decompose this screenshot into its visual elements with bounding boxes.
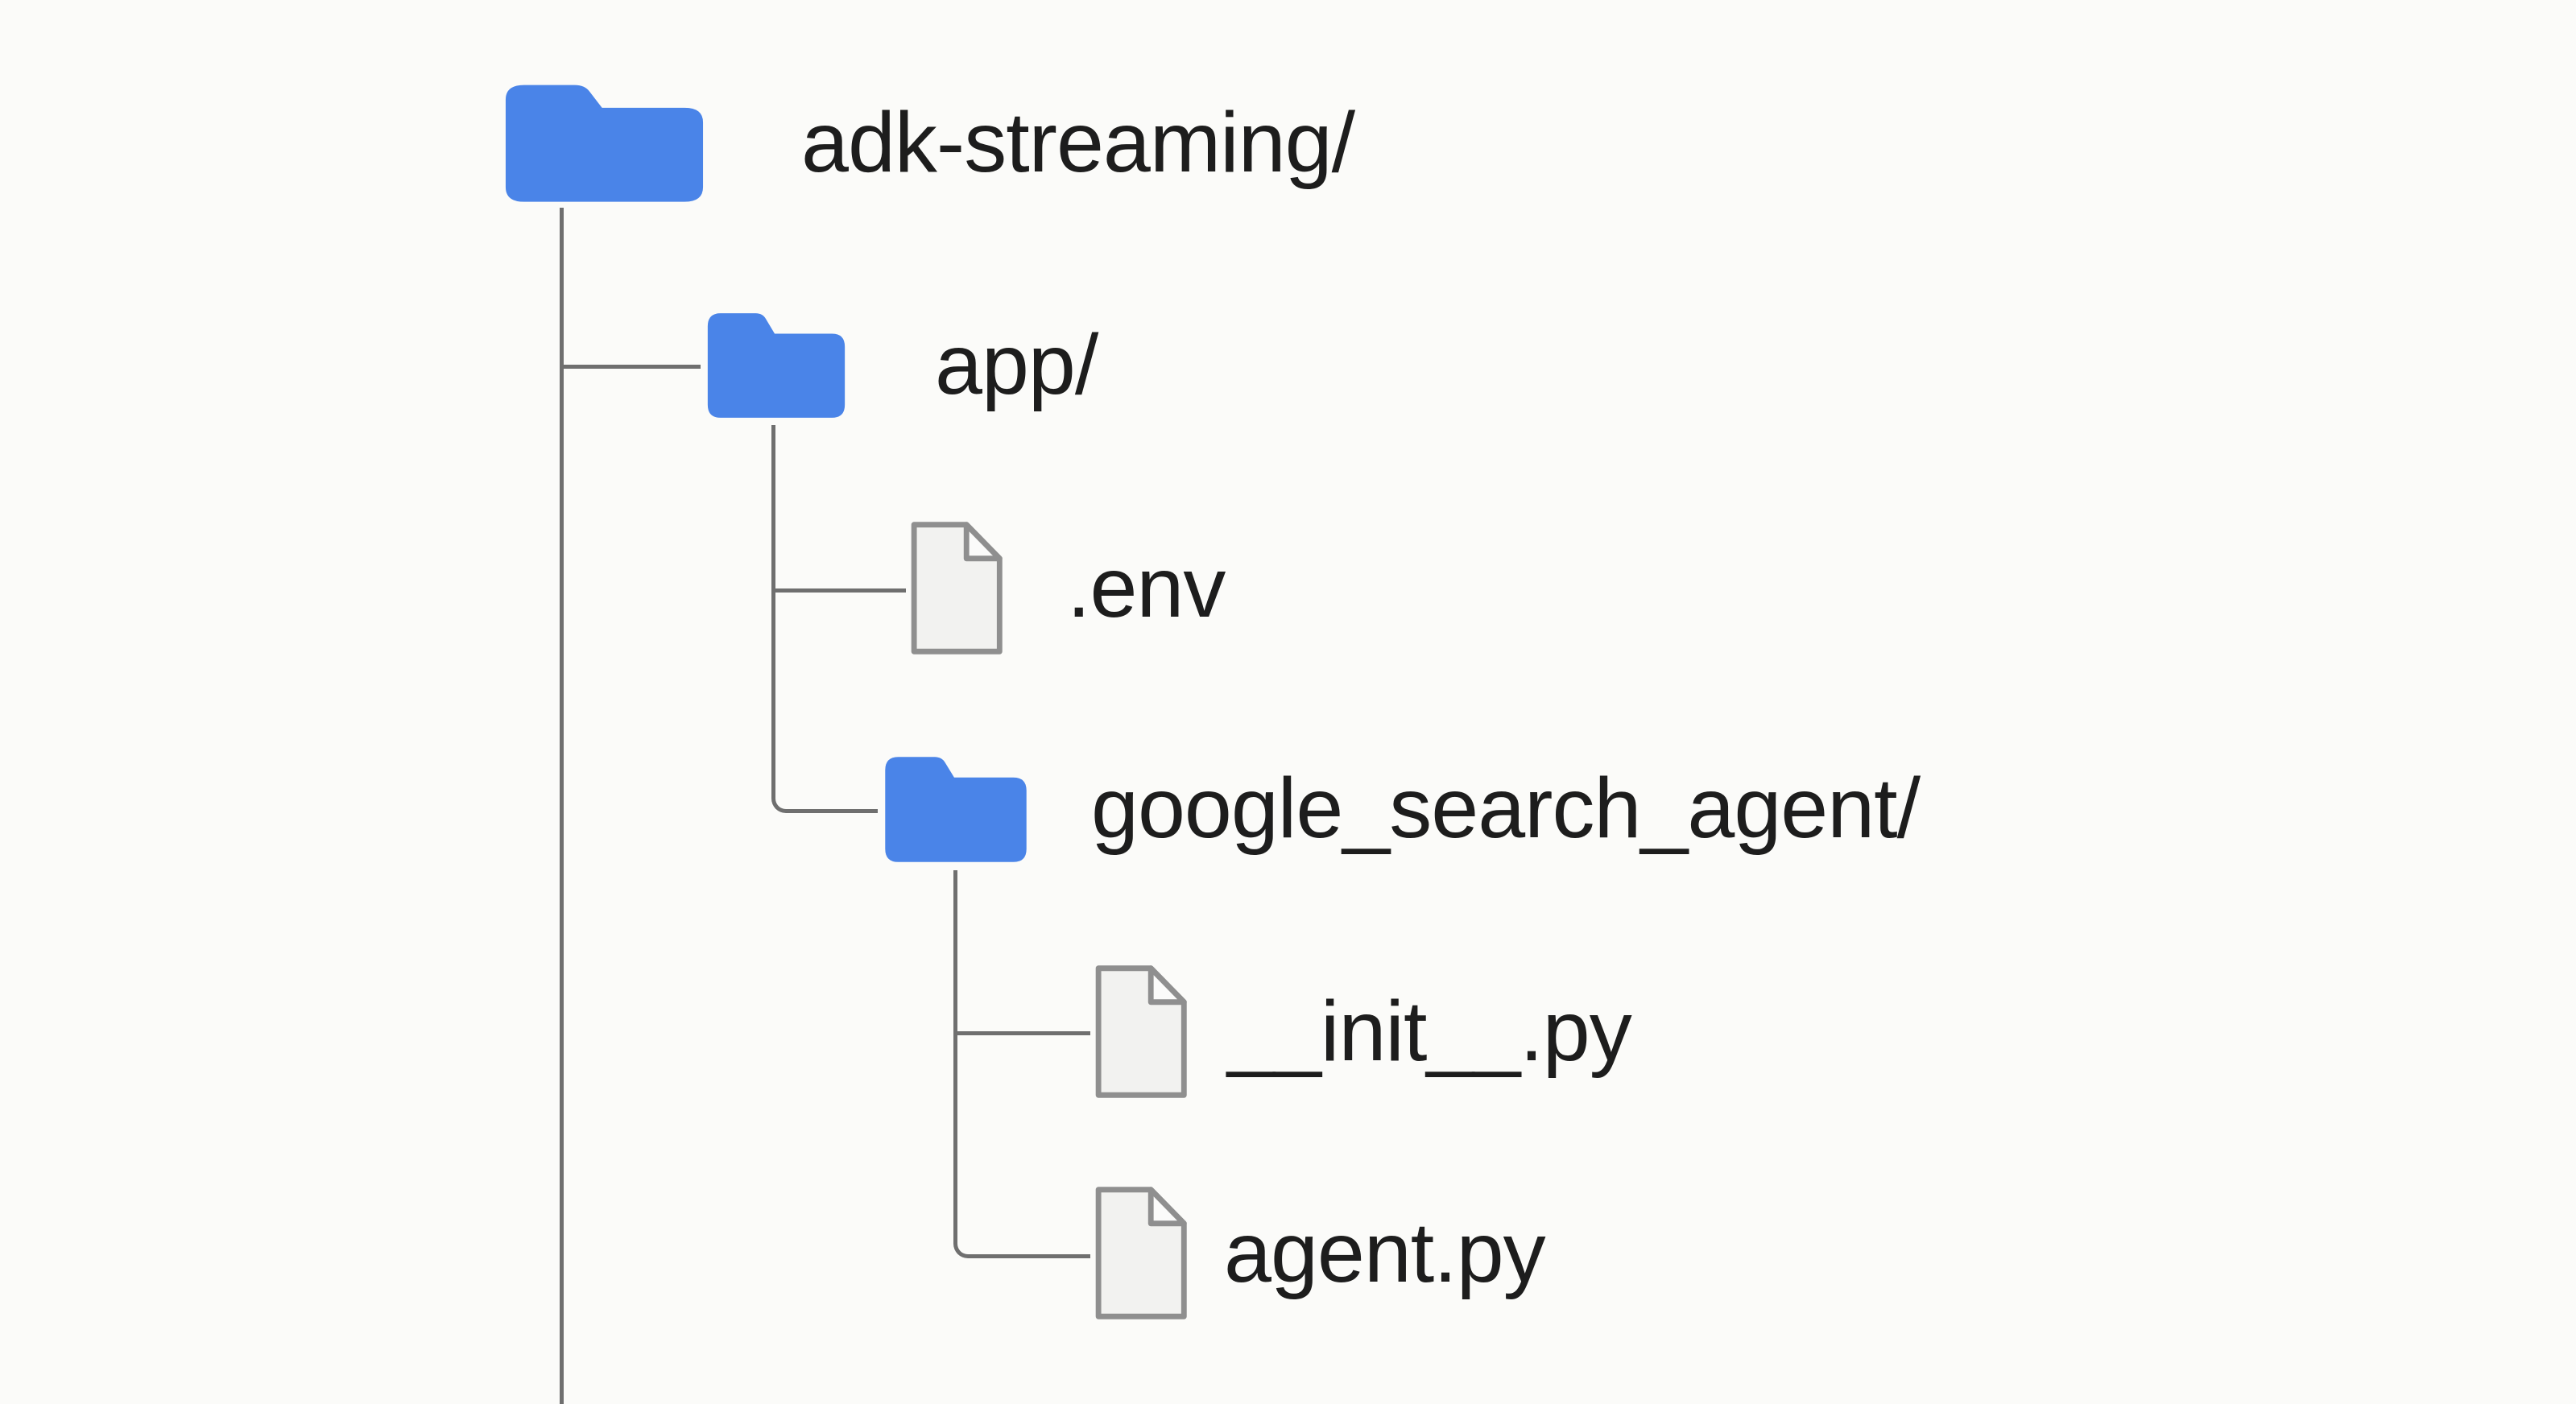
tree-node-label: adk-streaming/ [801, 94, 1355, 190]
tree-node-label: agent.py [1224, 1204, 1546, 1300]
folder-icon [885, 757, 1027, 862]
connector-trunk-app [771, 425, 878, 813]
tree-node-env: .env [900, 518, 1226, 659]
tree-node-label: __init__.py [1227, 983, 1632, 1079]
connector-trunk-google-search-agent [953, 870, 1090, 1258]
tree-node-google-search-agent: google_search_agent/ [874, 747, 1921, 870]
file-icon [1095, 964, 1187, 1098]
tree-node-label: app/ [935, 316, 1098, 412]
connector-trunk-adk-streaming [560, 208, 564, 1404]
file-icon [911, 522, 1003, 655]
tree-node-app: app/ [697, 304, 1098, 426]
connector-branch-env [771, 588, 906, 593]
file-icon [1095, 1186, 1187, 1319]
tree-node-label: google_search_agent/ [1091, 761, 1921, 856]
tree-node-adk-streaming: adk-streaming/ [490, 74, 1355, 211]
folder-icon [505, 85, 704, 202]
tree-node-init-py: __init__.py [1085, 964, 1632, 1098]
connector-branch-init [953, 1031, 1090, 1035]
connector-branch-app [560, 365, 701, 369]
folder-icon [707, 313, 846, 418]
tree-node-label: .env [1067, 540, 1226, 635]
tree-node-agent-py: agent.py [1085, 1186, 1546, 1319]
